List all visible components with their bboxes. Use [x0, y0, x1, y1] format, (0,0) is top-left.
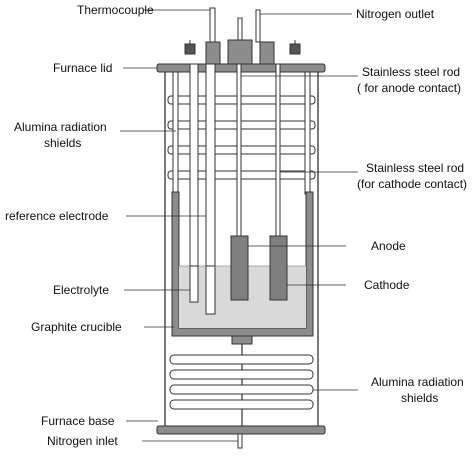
label-stainless-anode-2: ( for anode contact) [357, 81, 461, 95]
leader-lines [120, 9, 358, 442]
labels: Thermocouple Nitrogen outlet Furnace lid… [5, 3, 467, 448]
label-stainless-cathode-2: (for cathode contact) [357, 177, 467, 191]
label-anode: Anode [371, 239, 406, 253]
label-electrolyte: Electrolyte [53, 283, 109, 297]
label-stainless-anode-1: Stainless steel rod [362, 65, 460, 79]
graphite-crucible [171, 191, 314, 337]
label-stainless-cathode-1: Stainless steel rod [366, 161, 464, 175]
label-alumina-bottom-1: Alumina radiation [371, 375, 464, 389]
top-tubes [209, 7, 261, 43]
label-furnace-base: Furnace base [41, 414, 115, 428]
label-furnace-lid: Furnace lid [53, 61, 112, 75]
label-alumina-top-1: Alumina radiation [14, 120, 107, 134]
label-nitrogen-inlet: Nitrogen inlet [47, 434, 118, 448]
label-cathode: Cathode [364, 278, 410, 292]
lower-radiation-shields [169, 354, 314, 410]
label-alumina-top-2: shields [44, 136, 81, 150]
furnace-base-plate [156, 425, 326, 435]
cathode-block [269, 235, 288, 301]
submerged-tubes [189, 265, 216, 315]
label-thermocouple: Thermocouple [77, 3, 154, 17]
nitrogen-inlet-tube [237, 433, 243, 449]
label-graphite-crucible: Graphite crucible [31, 320, 122, 334]
top-connectors [184, 39, 301, 65]
crucible-support [231, 335, 253, 345]
anode-block [230, 235, 249, 301]
label-alumina-bottom-2: shields [401, 391, 438, 405]
label-nitrogen-outlet: Nitrogen outlet [356, 7, 435, 21]
label-reference-electrode: reference electrode [5, 209, 109, 223]
